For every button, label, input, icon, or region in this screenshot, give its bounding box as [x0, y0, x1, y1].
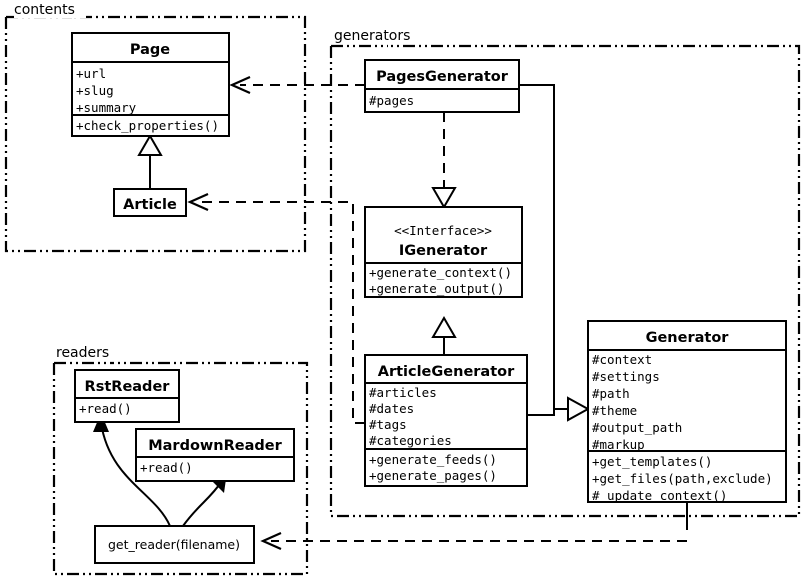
class-pages-generator-name: PagesGenerator: [376, 69, 509, 85]
class-generator-box: [587, 320, 787, 503]
class-page-method: +check_properties(): [76, 118, 219, 133]
class-article-generator-attribute: #tags: [369, 417, 407, 432]
class-article-generator-method: +generate_pages(): [369, 468, 497, 483]
package-readers-label-bg: [55, 344, 117, 361]
dependency-arrowhead-page: [229, 75, 251, 95]
realization-arrowhead-igenerator: [431, 187, 457, 209]
package-readers: readers: [52, 344, 309, 576]
generalization-arrowhead-igenerator: [431, 316, 457, 338]
package-contents-label: contents: [14, 2, 75, 18]
package-contents-label-bg: [14, 2, 86, 18]
function-get-reader[interactable]: get_reader(filename): [94, 525, 255, 564]
class-pages-generator-attribute: #pages: [369, 93, 414, 108]
class-article-generator-attribute: #categories: [369, 433, 452, 448]
class-igenerator[interactable]: <<Interface>> IGenerator +generate_conte…: [364, 206, 523, 298]
class-generator-attribute: #markup: [592, 437, 645, 452]
class-article-generator-attribute: #articles: [369, 385, 437, 400]
class-igenerator-box: [364, 206, 523, 298]
class-generator-method: +get_files(path,exclude): [592, 471, 773, 486]
class-article[interactable]: Article: [113, 188, 187, 217]
class-generator-name: Generator: [646, 330, 730, 346]
dependency-arrowhead-get-reader: [260, 531, 282, 551]
class-page-attribute: +slug: [76, 83, 114, 98]
package-readers-label: readers: [56, 345, 109, 361]
edge-get-reader-creates-mardownreader: [182, 480, 223, 527]
package-generators: generators: [329, 26, 801, 518]
class-rst-reader-method: +read(): [79, 401, 132, 416]
class-mardown-reader-method: +read(): [140, 460, 193, 475]
package-generators-label-bg: [332, 26, 418, 43]
class-generator[interactable]: Generator #context #settings #path #them…: [587, 320, 787, 503]
class-generator-method: +get_templates(): [592, 454, 712, 469]
class-article-generator-box: [364, 354, 528, 487]
class-rst-reader-name: RstReader: [85, 379, 171, 395]
dependency-arrowhead-article: [187, 192, 209, 212]
class-igenerator-name: IGenerator: [399, 243, 488, 259]
class-page-attribute: +summary: [76, 100, 137, 115]
generalization-arrowhead-page: [137, 134, 163, 156]
class-article-generator-attribute: #dates: [369, 401, 414, 416]
class-article-generator-name: ArticleGenerator: [378, 364, 515, 380]
class-generator-method: #_update_context(): [592, 488, 727, 503]
class-article-generator-method: +generate_feeds(): [369, 452, 497, 467]
class-page-name: Page: [130, 42, 170, 58]
class-generator-attribute: #output_path: [592, 420, 682, 435]
package-readers-border: [52, 361, 309, 576]
class-pages-generator-box: [364, 59, 520, 113]
edge-articlegenerator-to-generator: [527, 408, 568, 416]
class-page-box: [71, 32, 230, 137]
class-mardown-reader-box: [135, 428, 295, 482]
class-article-generator[interactable]: ArticleGenerator #articles #dates #tags …: [364, 354, 528, 487]
class-rst-reader[interactable]: RstReader +read(): [74, 369, 180, 423]
class-igenerator-stereotype: <<Interface>>: [394, 223, 492, 238]
package-generators-label: generators: [334, 28, 410, 44]
class-generator-attribute: #settings: [592, 369, 660, 384]
class-mardown-reader[interactable]: MardownReader +read(): [135, 428, 295, 482]
edge-articlegenerator-depends-article: [198, 201, 365, 424]
class-generator-attribute: #context: [592, 352, 652, 367]
class-igenerator-method: +generate_context(): [369, 265, 512, 280]
class-page[interactable]: Page +url +slug +summary +check_properti…: [71, 32, 230, 137]
class-article-name: Article: [123, 197, 177, 213]
package-contents: contents: [4, 2, 307, 253]
class-generator-attribute: #path: [592, 386, 630, 401]
function-get-reader-label: get_reader(filename): [108, 537, 240, 552]
generalization-arrowhead-generator: [567, 396, 591, 422]
class-generator-attribute: #theme: [592, 403, 637, 418]
class-igenerator-method: +generate_output(): [369, 281, 504, 296]
function-get-reader-box: [94, 525, 255, 564]
edge-get-reader-creates-rstreader: [100, 422, 171, 527]
class-page-attribute: +url: [76, 66, 106, 81]
class-article-box: [113, 188, 187, 217]
class-pages-generator[interactable]: PagesGenerator #pages: [364, 59, 520, 113]
package-generators-border: [329, 44, 801, 518]
class-mardown-reader-name: MardownReader: [148, 438, 282, 454]
class-rst-reader-box: [74, 369, 180, 423]
